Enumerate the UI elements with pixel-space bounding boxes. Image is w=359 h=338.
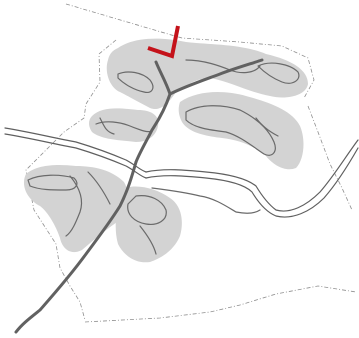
main-road-south: [14, 160, 138, 334]
trail-south-spur: [139, 225, 157, 255]
trail-northeast-loop: [257, 62, 300, 84]
boundary-line-bottom: [84, 285, 357, 323]
red-chevron-marker-icon: [147, 25, 180, 59]
main-road-north: [134, 60, 172, 164]
highway-west-lower: [4, 133, 147, 179]
shaded-area-center: [89, 108, 159, 142]
trails: [27, 59, 300, 255]
trail-south-loop: [127, 195, 167, 225]
shaded-area-north: [106, 38, 309, 110]
highway-east-upper: [145, 139, 359, 212]
trail-west-loop: [27, 174, 78, 191]
highway-east-lower: [145, 147, 359, 218]
boundary-lines: [25, 3, 357, 323]
boundary-line-left: [25, 39, 117, 321]
main-road: [14, 58, 264, 334]
highway: [4, 127, 359, 218]
trail-northwest-loop: [117, 71, 154, 93]
main-road-northeast: [168, 58, 264, 96]
highway-west-upper: [4, 127, 147, 173]
trail-center-spur: [99, 117, 115, 135]
trail-center-loop: [95, 121, 153, 133]
boundary-line-east: [307, 105, 353, 211]
trail-west-branch: [65, 175, 83, 237]
trail-west-inner: [87, 171, 111, 205]
trail-east-loop: [185, 105, 276, 156]
trail-road-connector: [151, 187, 261, 214]
shaded-area-east: [178, 92, 304, 170]
boundary-line-top: [65, 3, 315, 99]
trail-east-inner: [255, 117, 279, 137]
